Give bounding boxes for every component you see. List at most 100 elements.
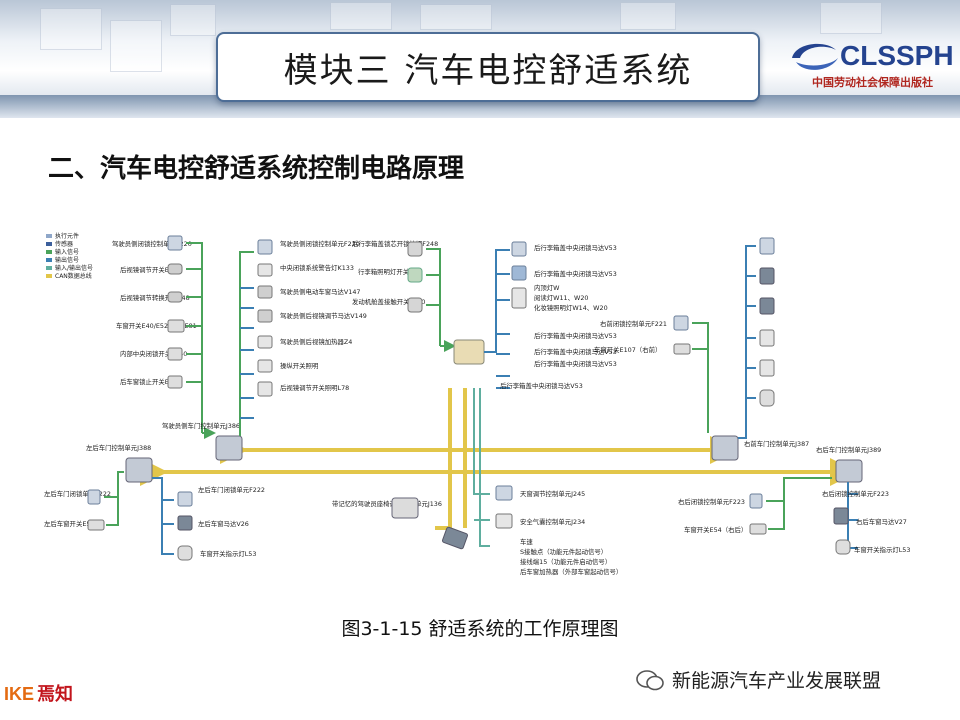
label-j386: 驾驶员侧车门控制单元J386 bbox=[162, 421, 240, 430]
output-line bbox=[239, 251, 254, 436]
output-lines bbox=[484, 249, 510, 389]
legend-label: 执行元件 bbox=[55, 232, 79, 240]
control-unit-icon bbox=[215, 435, 243, 461]
motor-icon bbox=[833, 507, 849, 525]
legend-swatch bbox=[46, 274, 52, 278]
legend-label: 传感器 bbox=[55, 240, 73, 248]
motor-icon bbox=[257, 309, 273, 323]
window-switch-icon bbox=[749, 523, 767, 535]
decor-tile bbox=[620, 2, 676, 30]
label-e40: 车窗开关E40/E52/E55/E81 bbox=[116, 321, 197, 330]
seat-unit-icon bbox=[391, 497, 419, 519]
label-f220: 驾驶员侧闭锁控制单元F220 bbox=[112, 239, 192, 248]
heater-icon bbox=[257, 335, 273, 349]
legend-label: 输入信号 bbox=[55, 248, 79, 256]
legend: 执行元件 传感器 输入信号 输出信号 输入/输出信号 CAN数据总线 bbox=[46, 232, 93, 280]
mirror-icon bbox=[759, 389, 775, 407]
decor-tile bbox=[330, 2, 392, 30]
figure-caption: 图3-1-15 舒适系统的工作原理图 bbox=[341, 618, 619, 640]
label-v53d: 后行李箱盖中央闭锁马达V53 bbox=[534, 347, 617, 356]
label-v149: 驾驶员侧后视镜调节马达V149 bbox=[280, 311, 367, 320]
label-v53c: 后行李箱盖中央闭锁马达V53 bbox=[534, 331, 617, 340]
label-l53: 车窗开关指示灯L53 bbox=[200, 549, 256, 558]
center-bottom: 带记忆的驾驶员座椅调整控制单元J136 天窗调节控制单元J245 安全气囊控制单… bbox=[332, 388, 622, 576]
lock-unit-icon bbox=[673, 315, 689, 331]
label-f5: 行李箱照明灯开关F5 bbox=[358, 267, 417, 276]
label-w: 内顶灯W bbox=[534, 283, 560, 292]
lamp-icon bbox=[511, 287, 527, 309]
airbag-unit-icon bbox=[495, 513, 513, 529]
window-switch-icon bbox=[673, 343, 691, 355]
decor-tile bbox=[820, 2, 882, 34]
motor-icon bbox=[511, 265, 527, 281]
left-rear: 左后车门控制单元J388 左后车门闭锁单元F222 左后车窗开关E52 左后车门… bbox=[44, 443, 265, 561]
label-heater: 后车窗加热器（外部车窗起动信号） bbox=[520, 567, 622, 576]
switch-icon bbox=[167, 347, 183, 361]
control-unit-icon bbox=[835, 459, 863, 483]
label-f222: 左后车门闭锁单元F222 bbox=[44, 489, 111, 498]
label-t15: 接线端15（功能元件启动信号） bbox=[520, 557, 611, 566]
lamp-icon bbox=[835, 539, 851, 555]
legend-swatch bbox=[46, 250, 52, 254]
legend-label: 输入/输出信号 bbox=[55, 264, 93, 272]
label-e48: 后视镜调节转换开关E48 bbox=[120, 293, 190, 302]
switch-icon bbox=[167, 375, 183, 389]
motor-icon bbox=[177, 515, 193, 531]
label-e39: 后车窗锁止开关E39 bbox=[120, 377, 177, 386]
lock-unit-icon bbox=[167, 235, 183, 251]
lock-cylinder-icon bbox=[407, 241, 423, 257]
label-z4: 驾驶员侧后视镜加热器Z4 bbox=[280, 337, 352, 346]
ike-logo-cjk: 焉知 bbox=[37, 684, 74, 704]
label-f223b: 右后闭锁控制单元F223 bbox=[822, 489, 889, 498]
output-lines bbox=[152, 477, 174, 555]
wechat-icon bbox=[636, 669, 664, 690]
label-v53b: 后行李箱盖中央闭锁马达V53 bbox=[534, 269, 617, 278]
label-k133: 中央闭锁系统警告灯K133 bbox=[280, 263, 354, 272]
decor-tile bbox=[110, 20, 162, 72]
contact-switch-icon bbox=[407, 297, 423, 313]
label-j387: 右前车门控制单元J387 bbox=[744, 439, 809, 448]
window-switch-icon bbox=[167, 319, 185, 333]
can-bus bbox=[140, 388, 858, 530]
ike-logo-latin: IKE bbox=[4, 684, 35, 704]
control-unit-icon bbox=[125, 457, 153, 483]
sensor-icon bbox=[441, 526, 469, 550]
logo-text: CLSSPH bbox=[840, 40, 954, 71]
label-v53e: 后行李箱盖中央闭锁马达V53 bbox=[534, 359, 617, 368]
lock-unit-icon bbox=[87, 489, 101, 505]
label-f220b: 驾驶员侧闭锁控制单元F220 bbox=[280, 239, 360, 248]
watermark-text: 新能源汽车产业发展联盟 bbox=[672, 670, 882, 692]
label-e150: 内部中央闭锁开关E150 bbox=[120, 349, 187, 358]
motor-icon bbox=[257, 285, 273, 299]
label-v53f: 后行李箱盖中央闭锁马达V53 bbox=[500, 381, 583, 390]
switch-icon bbox=[759, 359, 775, 377]
label-e54: 车窗开关E54（右后） bbox=[684, 525, 747, 534]
label-light: 操纵开关照明 bbox=[280, 361, 318, 370]
input-signal-lines bbox=[186, 242, 203, 433]
label-f222b: 左后车门闭锁单元F222 bbox=[198, 485, 265, 494]
switch-icon bbox=[167, 291, 183, 303]
lock-unit-icon bbox=[257, 239, 273, 255]
window-switch-icon bbox=[87, 519, 105, 531]
lock-unit-icon bbox=[749, 493, 763, 509]
motor-icon bbox=[511, 241, 527, 257]
legend-swatch bbox=[46, 266, 52, 270]
io-lines bbox=[473, 388, 490, 547]
label-j245: 天窗调节控制单元J245 bbox=[520, 489, 585, 498]
input-signal-lines bbox=[426, 248, 441, 346]
lamp-icon bbox=[759, 329, 775, 347]
wechat-watermark: 新能源汽车产业发展联盟 bbox=[636, 666, 881, 693]
label-l78: 后视镜调节开关照明L78 bbox=[280, 383, 349, 392]
motor-icon bbox=[759, 297, 775, 315]
label-j136: 带记忆的驾驶员座椅调整控制单元J136 bbox=[332, 499, 442, 508]
lamp-icon bbox=[177, 545, 193, 561]
label-j388: 左后车门控制单元J388 bbox=[86, 443, 151, 452]
legend-swatch bbox=[46, 234, 52, 238]
publisher-logo: CLSSPH 中国劳动社会保障出版社 bbox=[786, 36, 956, 96]
input-signal-lines bbox=[766, 477, 832, 530]
legend-label: CAN数据总线 bbox=[55, 272, 92, 280]
label-j234: 安全气囊控制单元J234 bbox=[520, 517, 585, 526]
decor-tile bbox=[420, 4, 492, 30]
trunk-inputs: 后行李箱盖锁芯开锁按钮F248 行李箱照明灯开关F5 发动机舱盖接触开关F120 bbox=[352, 239, 456, 352]
switch-icon bbox=[167, 263, 183, 275]
